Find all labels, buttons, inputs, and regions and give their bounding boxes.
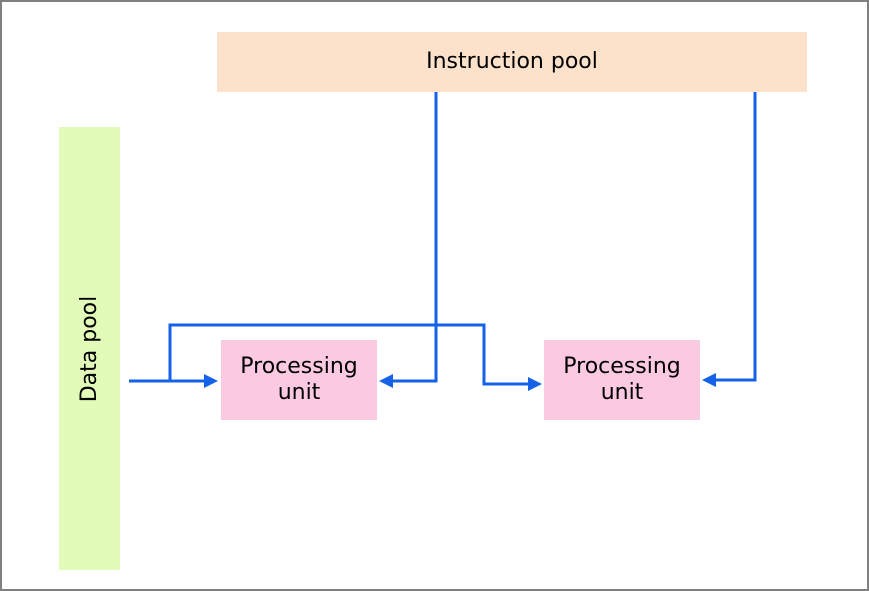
- data-to-pu1-arrow: [129, 374, 218, 388]
- instruction-pool-box: Instruction pool: [217, 32, 807, 92]
- data-pool-box: Data pool: [59, 127, 120, 570]
- processing-unit-2-label: Processing unit: [563, 354, 681, 405]
- instruction-to-pu2-arrow: [702, 92, 757, 387]
- instruction-pool-label: Instruction pool: [426, 49, 598, 75]
- instruction-to-pu1-arrow: [379, 92, 438, 388]
- processing-unit-1-box: Processing unit: [221, 340, 377, 420]
- data-pool-label: Data pool: [76, 295, 102, 402]
- processing-unit-1-label: Processing unit: [240, 354, 358, 405]
- processing-unit-2-box: Processing unit: [544, 340, 700, 420]
